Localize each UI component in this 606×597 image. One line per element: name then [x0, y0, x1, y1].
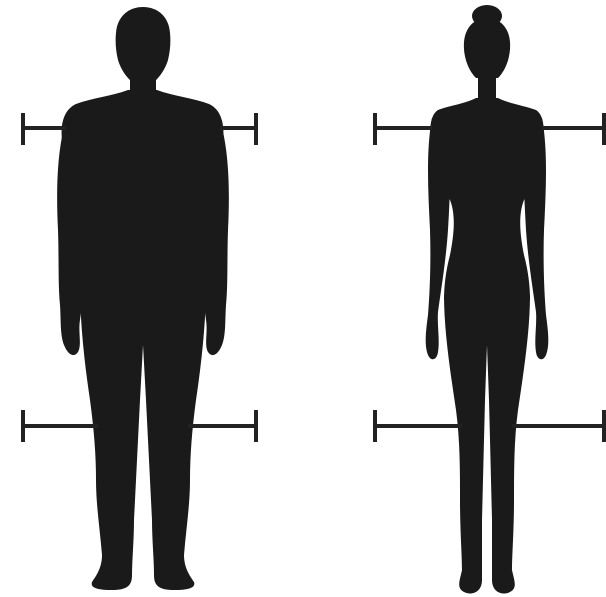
- female-legs: [444, 295, 530, 594]
- male-left-arm: [57, 120, 85, 355]
- female-figure: [375, 5, 604, 594]
- male-right-arm: [201, 120, 229, 355]
- male-silhouette: [57, 7, 229, 590]
- male-torso: [62, 90, 224, 290]
- female-silhouette: [426, 5, 549, 594]
- female-head: [464, 18, 510, 78]
- male-knee-measure-line: [23, 410, 256, 442]
- male-head: [116, 7, 171, 84]
- male-legs: [80, 285, 206, 590]
- male-figure: [23, 7, 256, 590]
